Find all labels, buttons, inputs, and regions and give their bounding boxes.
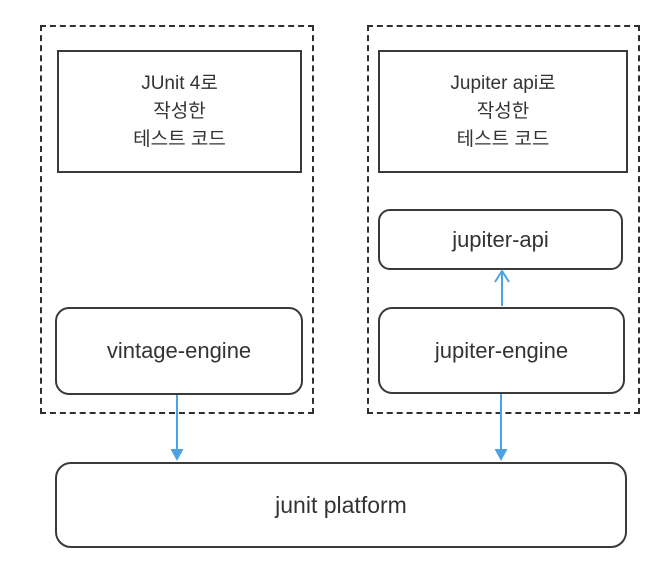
vintage-engine-box: vintage-engine (55, 307, 303, 395)
junit-platform-box: junit platform (55, 462, 627, 548)
vintage-engine-label: vintage-engine (106, 338, 252, 363)
junit4-group-box: JUnit 4로 작성한 테스트 코드 vintage-engine (40, 25, 314, 414)
junit4-test-code-box: JUnit 4로 작성한 테스트 코드 (57, 50, 302, 173)
jupiter-test-code-label: Jupiter api로 작성한 테스트 코드 (450, 72, 556, 150)
jupiter-test-code-box: Jupiter api로 작성한 테스트 코드 (378, 50, 628, 173)
jupiter-group-box: Jupiter api로 작성한 테스트 코드 jupiter-api jupi… (367, 25, 640, 414)
jupiter-engine-box: jupiter-engine (378, 307, 625, 394)
engine-to-platform-arrowhead (494, 449, 508, 461)
junit-platform-label: junit platform (275, 491, 407, 518)
junit4-test-code-label: JUnit 4로 작성한 테스트 코드 (133, 72, 226, 150)
jupiter-engine-label: jupiter-engine (434, 337, 569, 363)
vintage-to-platform-arrowhead (170, 449, 184, 461)
jupiter-api-box: jupiter-api (378, 209, 623, 270)
jupiter-api-label: jupiter-api (452, 226, 549, 252)
